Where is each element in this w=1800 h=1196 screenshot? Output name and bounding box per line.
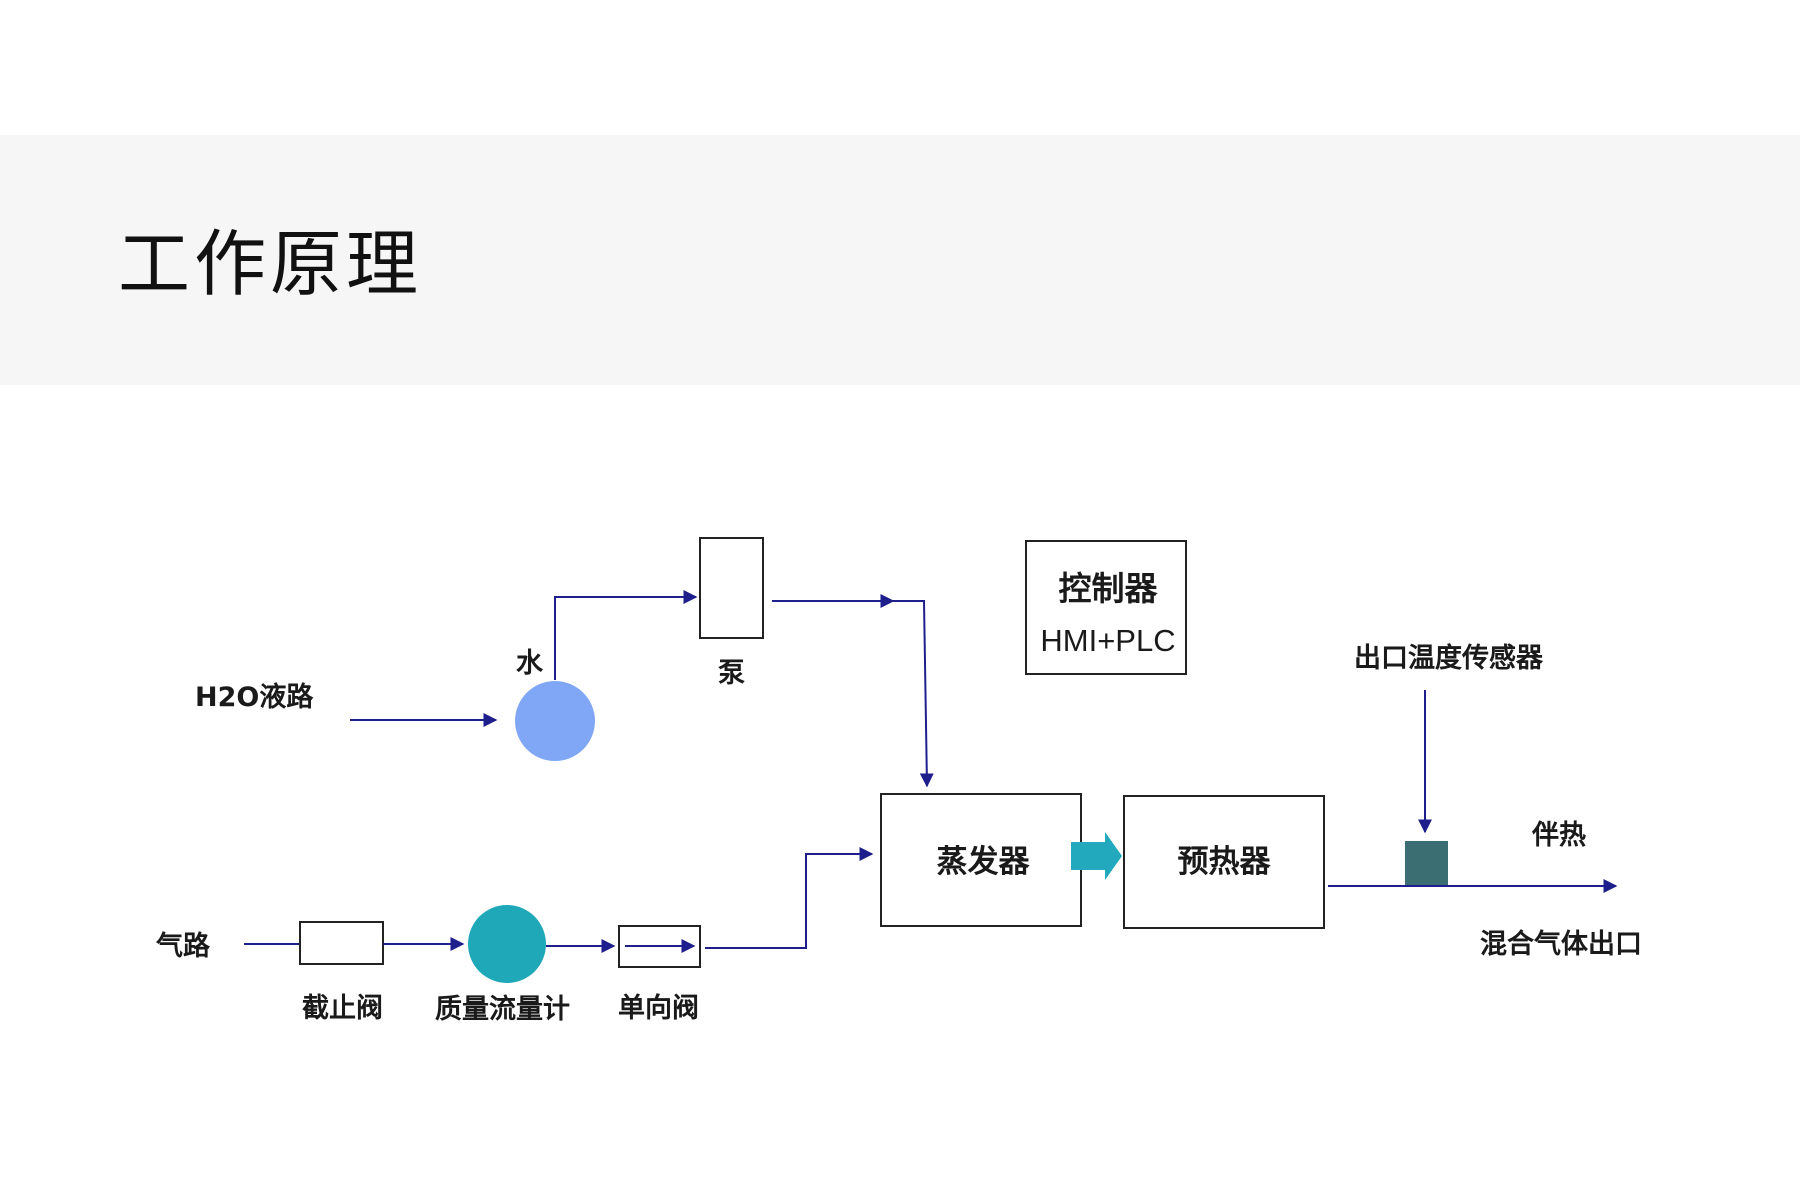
check-valve-label: 单向阀: [618, 992, 699, 1024]
preheater-box: [1123, 795, 1325, 929]
water-label: 水: [516, 648, 544, 679]
h2o-line-label: H2O液路: [195, 681, 314, 713]
pump-box: [699, 537, 764, 639]
title-band: [0, 135, 1800, 385]
mixed-gas-outlet-label: 混合气体出口: [1480, 928, 1642, 960]
evaporator-label: 蒸发器: [937, 844, 1031, 880]
pump-label: 泵: [718, 658, 745, 689]
preheater-label: 预热器: [1178, 844, 1272, 880]
shutoff-valve-label: 截止阀: [302, 993, 383, 1024]
heat-tracing-label: 伴热: [1531, 820, 1586, 851]
controller-subtitle: HMI+PLC: [1040, 623, 1175, 658]
shutoff-valve-box: [299, 921, 384, 965]
page-title: 工作原理: [118, 222, 423, 306]
evaporator-box: [880, 793, 1082, 927]
water-to-pump-arrow: [554, 590, 698, 680]
pump-to-evaporator-arrow: [893, 600, 934, 788]
outlet-sensor-label: 出口温度传感器: [1354, 642, 1544, 674]
evaporator-to-preheater-arrow: [1071, 832, 1122, 880]
temperature-sensor-block: [1405, 841, 1448, 886]
controller-title: 控制器: [1059, 569, 1159, 608]
controller-box: [1025, 540, 1187, 675]
gas-line-label: 气路: [155, 930, 211, 962]
gas-to-evaporator-arrow: [705, 847, 874, 949]
water-node: [515, 681, 595, 761]
mass-flow-meter-node: [468, 905, 546, 983]
mass-flow-meter-label: 质量流量计: [435, 994, 570, 1025]
